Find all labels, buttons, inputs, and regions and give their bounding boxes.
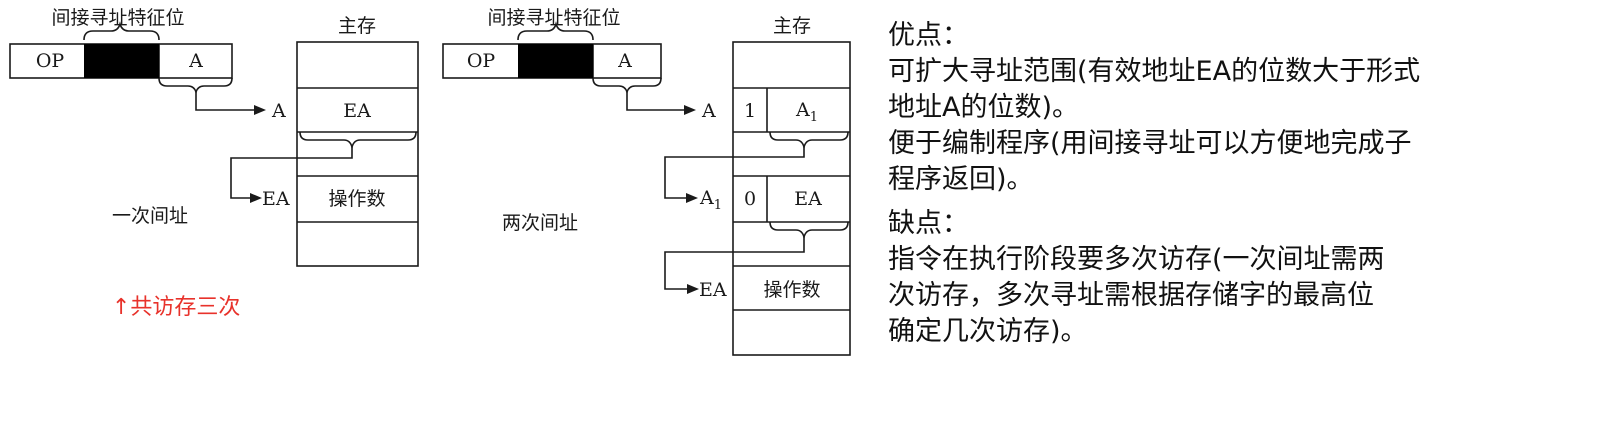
advantage-line: 可扩大寻址范围(有效地址EA的位数大于形式 bbox=[888, 56, 1421, 87]
double-indirect-diagram: 间接寻址特征位 OP A A 主存 1 A1 A1 0 EA bbox=[442, 7, 851, 356]
caption-single-indirect: 一次间址 bbox=[112, 205, 188, 227]
indirect-flag-bit bbox=[84, 44, 159, 78]
memory-access-note: ↑共访存三次 bbox=[112, 295, 240, 320]
address-brace bbox=[592, 77, 662, 95]
arrow-to-a bbox=[684, 105, 696, 115]
row-a-label: A bbox=[701, 100, 716, 122]
indirect-flag-label: 间接寻址特征位 bbox=[487, 7, 620, 29]
indirect-flag-bit bbox=[518, 44, 593, 78]
indirect-flag-brace bbox=[517, 21, 594, 41]
memory-cell-a1: A1 bbox=[795, 99, 818, 125]
arrow-to-ea bbox=[250, 193, 262, 203]
arrow-to-a bbox=[254, 105, 266, 115]
memory-title: 主存 bbox=[338, 15, 376, 37]
disadvantage-line: 确定几次访存)。 bbox=[888, 316, 1088, 347]
address-brace bbox=[158, 77, 233, 95]
address-field: A bbox=[188, 50, 203, 72]
a1-brace bbox=[769, 131, 849, 150]
row-ea-label: EA bbox=[699, 279, 727, 301]
advantage-line: 程序返回)。 bbox=[888, 164, 1034, 195]
memory-flag-0: 0 bbox=[744, 188, 756, 210]
memory-cell-ea: EA bbox=[343, 100, 371, 122]
indirect-flag-label: 间接寻址特征位 bbox=[51, 7, 184, 29]
memory-block bbox=[296, 41, 419, 267]
row-a1-label: A1 bbox=[699, 187, 722, 213]
row-ea-label: EA bbox=[262, 188, 290, 210]
opcode-field: OP bbox=[467, 50, 496, 72]
memory-cell-operand: 操作数 bbox=[328, 188, 385, 210]
disadvantage-line: 次访存，多次寻址需根据存储字的最高位 bbox=[888, 280, 1374, 311]
address-field: A bbox=[617, 50, 632, 72]
memory-title: 主存 bbox=[773, 15, 811, 37]
advantage-line: 便于编制程序(用间接寻址可以方便地完成子 bbox=[888, 128, 1412, 159]
memory-block bbox=[732, 41, 851, 356]
row-a-label: A bbox=[271, 100, 286, 122]
ea-brace bbox=[769, 221, 849, 240]
memory-cell-operand: 操作数 bbox=[763, 279, 820, 301]
opcode-field: OP bbox=[36, 50, 65, 72]
advantages-title: 优点： bbox=[888, 20, 969, 51]
arrow-to-a1 bbox=[686, 193, 698, 203]
memory-cell-ea: EA bbox=[794, 188, 822, 210]
memory-flag-1: 1 bbox=[744, 100, 756, 122]
single-indirect-diagram: 间接寻址特征位 OP A A 主存 EA EA 操作数 一次间址 ↑共访存三次 bbox=[9, 7, 419, 320]
arrow-to-ea bbox=[687, 284, 699, 294]
caption-double-indirect: 两次间址 bbox=[502, 212, 578, 234]
ea-brace bbox=[299, 131, 417, 150]
disadvantage-line: 指令在执行阶段要多次访存(一次间址需两 bbox=[888, 244, 1385, 275]
indirect-flag-brace bbox=[83, 21, 160, 41]
disadvantages-title: 缺点： bbox=[888, 208, 969, 239]
pros-cons-notes: 优点： 可扩大寻址范围(有效地址EA的位数大于形式 地址A的位数)。 便于编制程… bbox=[888, 18, 1588, 350]
advantage-line: 地址A的位数)。 bbox=[888, 92, 1080, 123]
